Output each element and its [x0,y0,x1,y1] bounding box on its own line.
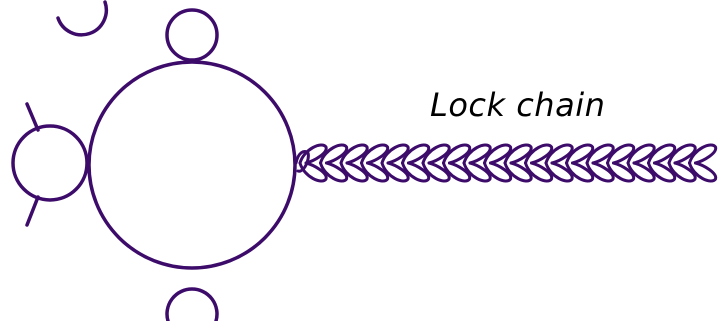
chain-link-top [688,143,718,165]
chain-link-bottom [667,161,697,183]
chain-link-top [524,143,554,165]
chain-link-bottom [626,161,656,183]
chain-link-bottom [544,161,574,183]
chain-link-top [503,143,533,165]
main-circle [87,60,297,270]
chain-link-top [483,143,513,165]
top-small-circle [165,8,219,62]
chain-link-bottom [360,161,390,183]
chain-link-bottom [688,161,718,183]
left-tick-top [25,102,40,132]
chain-link-bottom [401,161,431,183]
chain-link-top [380,143,410,165]
chain-link-bottom [503,161,533,183]
lock-chain-label: Lock chain [430,86,606,124]
chain-link-bottom [442,161,472,183]
left-tick-bottom [25,195,40,227]
chain-link-bottom [380,161,410,183]
chain-link-bottom [606,161,636,183]
chain-link-bottom [421,161,451,183]
chain-link-bottom [647,161,677,183]
chain-link-top [339,143,369,165]
step-marker-circle [56,0,109,37]
chain-link-bottom [524,161,554,183]
chain-link-bottom [565,161,595,183]
chain-link-top [647,143,677,165]
chain-link-top [544,143,574,165]
chain-link-top [319,143,349,165]
chain-link-bottom [462,161,492,183]
chain-link-top [421,143,451,165]
chain-link-top [401,143,431,165]
chain-link-top [626,143,656,165]
chain-link-top [667,143,697,165]
chain-link-bottom [298,161,328,183]
chain-link-top [462,143,492,165]
chain-link-bottom [585,161,615,183]
chain-link-top [585,143,615,165]
chain-link-top [565,143,595,165]
bottom-small-circle [165,287,219,321]
chain-link-bottom [339,161,369,183]
chain-link-bottom [483,161,513,183]
chain-link-top [442,143,472,165]
lock-chain [294,143,718,183]
left-circle [11,124,89,202]
chain-start-loop [294,149,310,173]
chain-link-top [360,143,390,165]
chain-link-bottom [319,161,349,183]
chain-link-top [606,143,636,165]
